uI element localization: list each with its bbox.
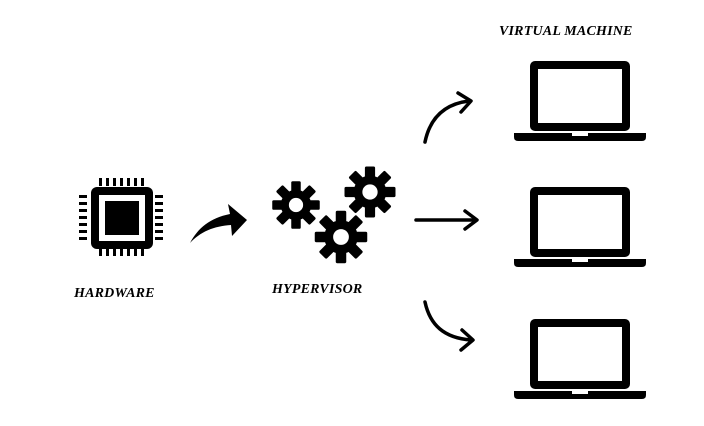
hardware-to-hypervisor-arrow — [190, 204, 247, 243]
arrow-to-vm-bottom — [423, 300, 475, 352]
hypervisor-label: HYPERVISOR — [272, 282, 363, 297]
laptop-icon — [514, 61, 646, 141]
laptop-icon — [514, 187, 646, 267]
arrow-to-vm-top — [423, 91, 473, 144]
virtual-machine-label: VIRTUAL MACHINE — [499, 24, 633, 39]
laptop-icon — [514, 319, 646, 399]
cpu-chip-icon — [79, 178, 163, 256]
arrow-to-vm-middle — [414, 209, 479, 231]
gears-icon — [272, 166, 396, 264]
hardware-label: HARDWARE — [74, 286, 155, 301]
